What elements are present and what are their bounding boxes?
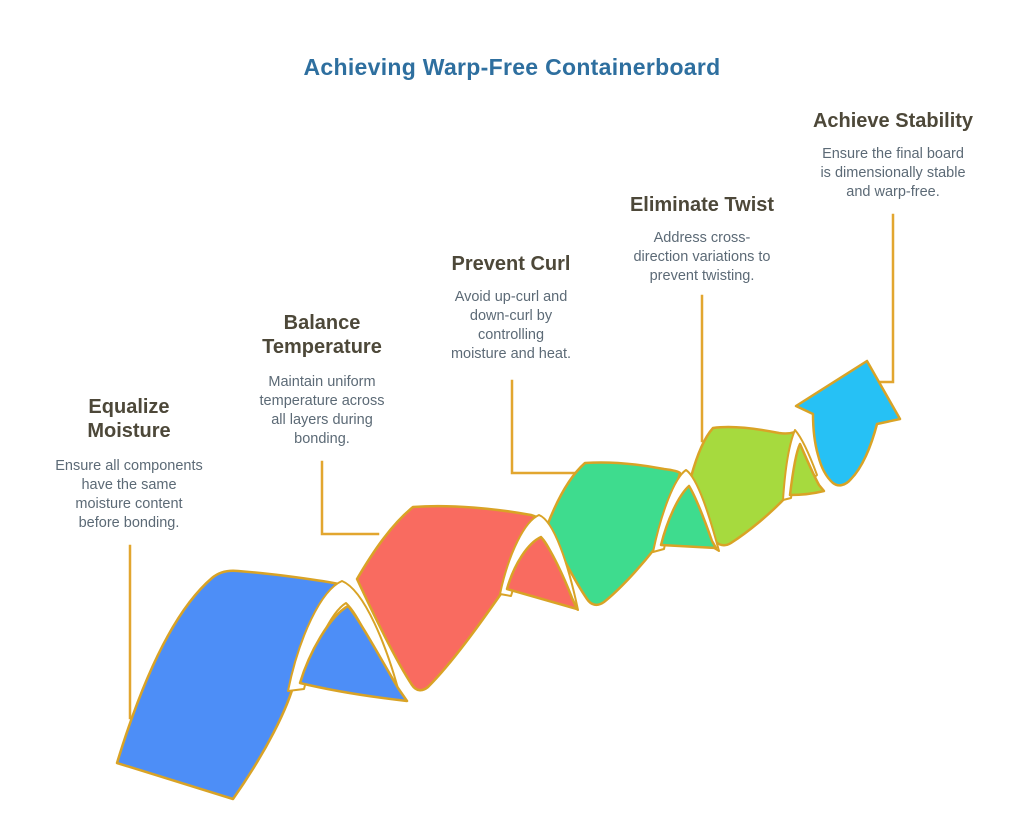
stage-heading: Equalize Moisture — [87, 396, 171, 442]
connector-line-5 — [875, 213, 895, 384]
wave-eliminate-twist-underside — [788, 442, 826, 497]
stage-balance-temperature: Balance Temperature Maintain uniform tem… — [237, 311, 407, 449]
stage-description: Avoid up-curl and down-curl by controlli… — [450, 289, 572, 362]
wave-equalize-moisture — [115, 569, 346, 801]
stage-description: Ensure all components have the same mois… — [55, 458, 203, 531]
connector-line-2 — [320, 460, 380, 536]
stage-eliminate-twist: Eliminate Twist Address cross- direction… — [607, 193, 797, 286]
wave-balance-temperature-underside — [505, 535, 579, 611]
stage-heading: Balance Temperature — [262, 312, 382, 358]
stage-description: Ensure the final board is dimensionally … — [820, 146, 966, 200]
page-title: Achieving Warp-Free Containerboard — [303, 54, 721, 80]
stage-heading: Eliminate Twist — [629, 194, 775, 216]
stage-prevent-curl: Prevent Curl Avoid up-curl and down-curl… — [426, 252, 596, 364]
stage-heading: Prevent Curl — [451, 253, 571, 275]
stage-description: Maintain uniform temperature across all … — [259, 374, 385, 447]
wave-prevent-curl-underside — [659, 484, 718, 550]
stage-heading: Achieve Stability — [812, 110, 974, 132]
stage-equalize-moisture: Equalize Moisture Ensure all components … — [29, 395, 229, 533]
connector-line-3 — [510, 379, 579, 475]
wave-balance-temperature — [355, 504, 543, 692]
stage-achieve-stability: Achieve Stability Ensure the final board… — [793, 109, 993, 202]
arrow-achieve-stability — [794, 359, 902, 487]
stage-description: Address cross- direction variations to p… — [633, 230, 771, 284]
wave-equalize-moisture-underside — [298, 604, 409, 703]
